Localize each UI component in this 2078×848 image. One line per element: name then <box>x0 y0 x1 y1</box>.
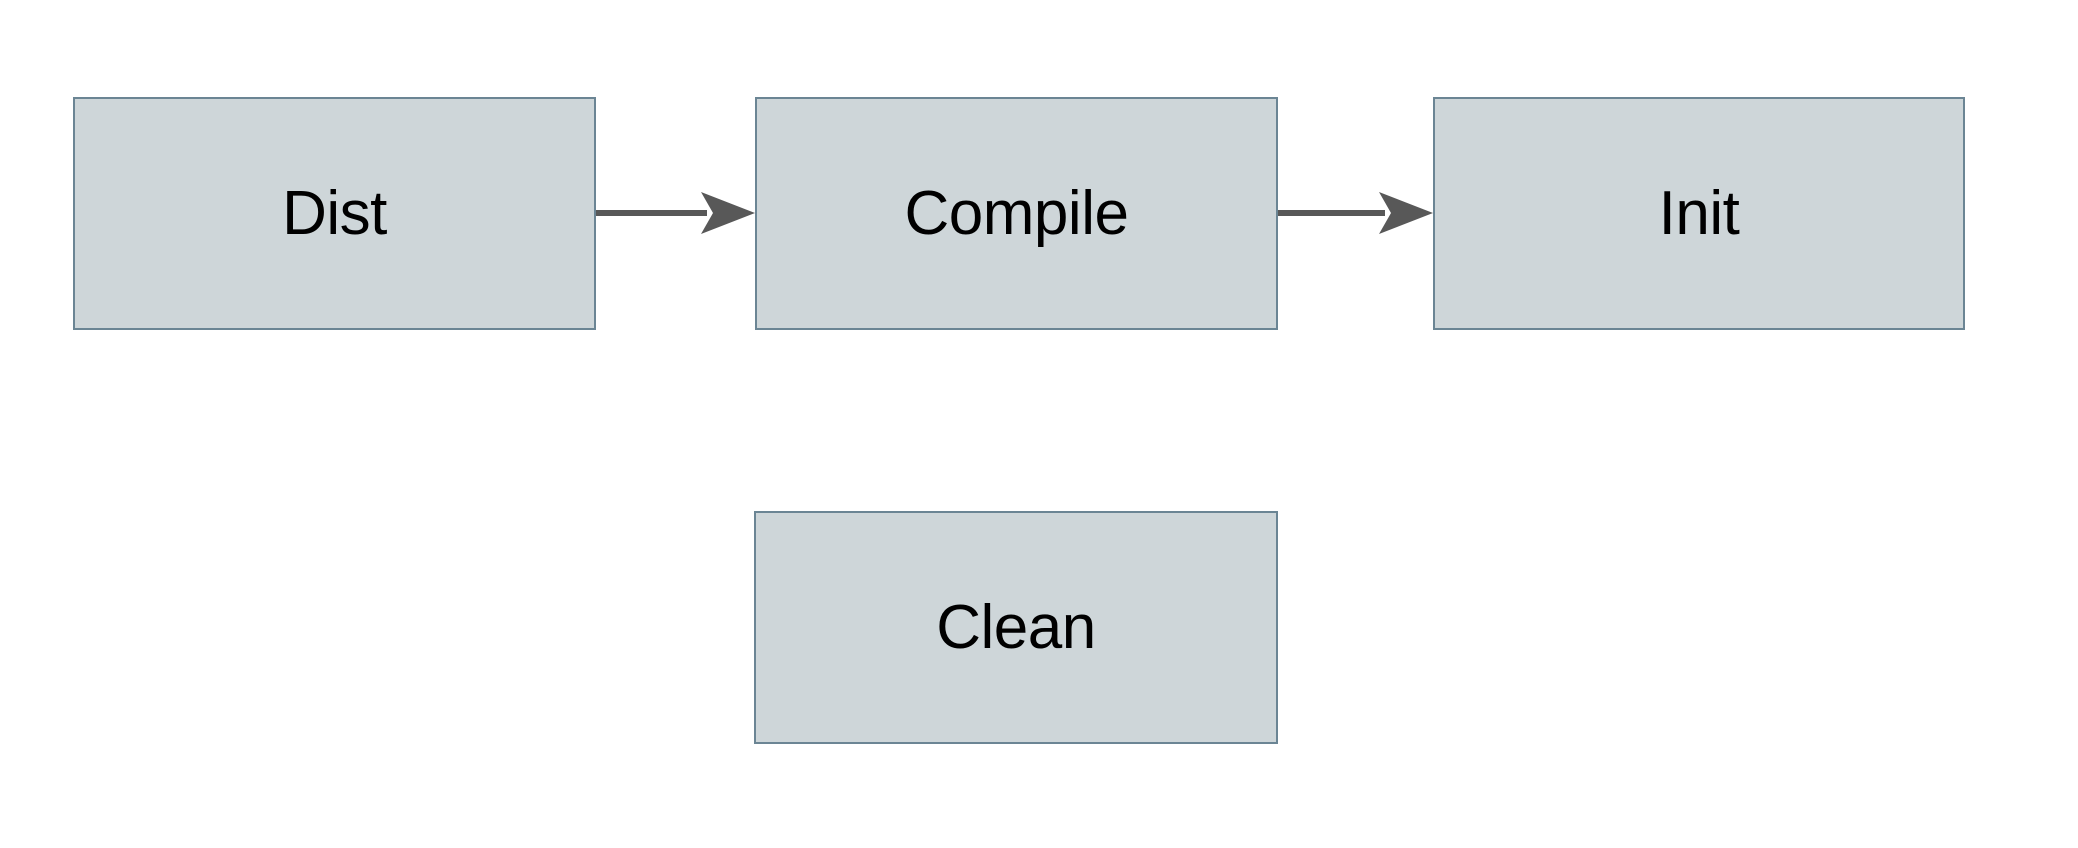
node-compile[interactable]: Compile <box>755 97 1278 330</box>
node-init-label: Init <box>1658 178 1740 248</box>
edge-dist-to-compile[interactable] <box>596 183 757 243</box>
arrowhead-classic <box>1379 192 1433 234</box>
node-clean[interactable]: Clean <box>754 511 1278 744</box>
node-dist-label: Dist <box>282 178 387 248</box>
arrowhead-classic <box>701 192 755 234</box>
node-clean-label: Clean <box>936 592 1096 662</box>
node-compile-label: Compile <box>904 178 1129 248</box>
node-dist[interactable]: Dist <box>73 97 596 330</box>
edge-compile-to-init[interactable] <box>1278 183 1435 243</box>
node-init[interactable]: Init <box>1433 97 1965 330</box>
